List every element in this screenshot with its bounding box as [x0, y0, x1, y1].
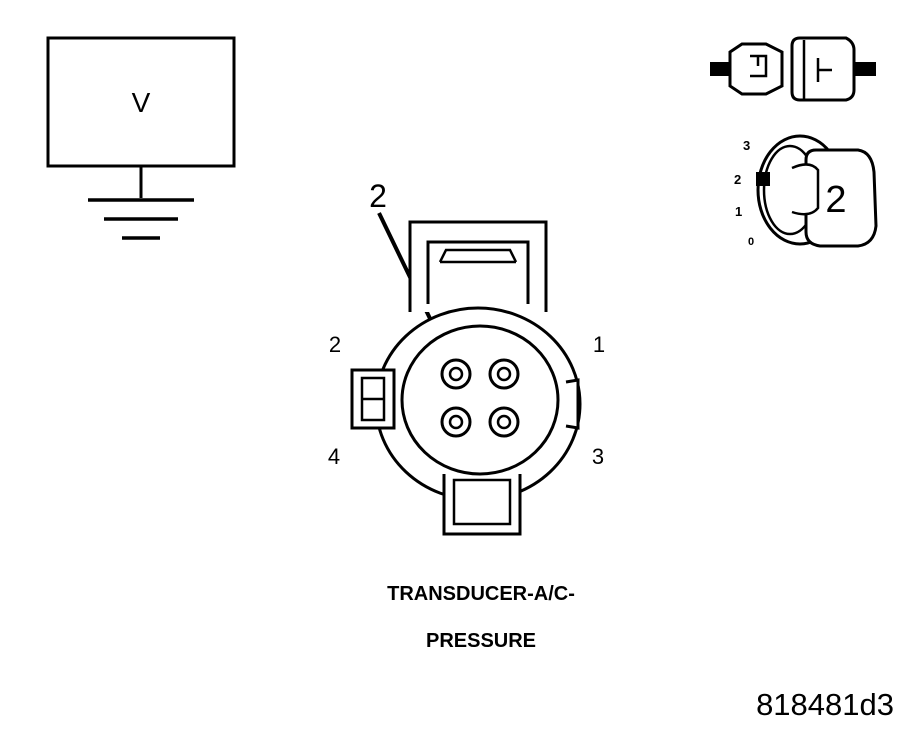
selector-value: 2	[825, 179, 846, 221]
selector-scale-0: 0	[748, 236, 754, 248]
voltmeter: V	[46, 36, 236, 240]
pin-label-1: 1	[593, 332, 605, 357]
selector-scale-3: 3	[743, 138, 750, 153]
figure-id: 818481d3	[756, 687, 894, 722]
selector-scale-2: 2	[734, 172, 741, 187]
selector-scale-1: 1	[735, 204, 742, 219]
caption-line-2: PRESSURE	[426, 630, 536, 652]
probe-size-selector-icon: 3 2 1 0 2	[734, 134, 878, 248]
voltmeter-icon	[46, 36, 236, 168]
connector-face	[350, 220, 582, 536]
pin-cavity-3	[488, 406, 520, 438]
pin-label-4: 4	[328, 444, 340, 469]
voltmeter-label: V	[132, 87, 151, 118]
caption-line-1: TRANSDUCER-A/C-	[387, 583, 575, 605]
pin-label-3: 3	[592, 444, 604, 469]
ground-icon	[88, 166, 194, 240]
pin-cavity-2	[440, 358, 472, 390]
pin-label-2: 2	[329, 332, 341, 357]
pin-cavity-1	[488, 358, 520, 390]
pointer-label: 2	[369, 178, 387, 214]
pin-cavity-4	[440, 406, 472, 438]
test-probe-icon	[710, 36, 876, 102]
